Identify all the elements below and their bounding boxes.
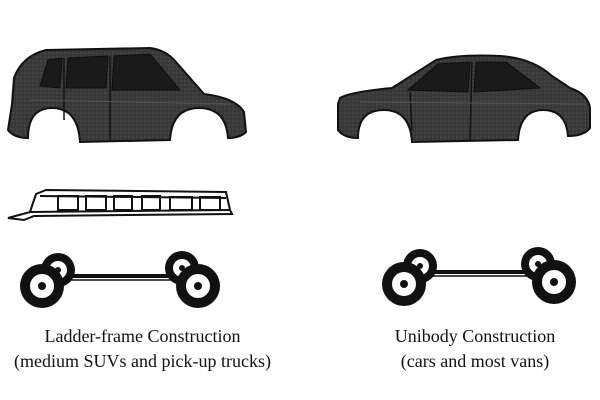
sedan-body-icon bbox=[337, 54, 591, 144]
unibody-subtitle: (cars and most vans) bbox=[400, 351, 550, 371]
ladder-frame-icon bbox=[7, 188, 234, 222]
right-chassis-icon bbox=[382, 247, 576, 306]
wheel-icon bbox=[532, 260, 576, 304]
ladder-frame-title: Ladder-frame Construction bbox=[44, 326, 241, 346]
wheel-icon bbox=[176, 264, 220, 308]
wheel-icon bbox=[382, 262, 426, 306]
ladder-frame-subtitle: (medium SUVs and pick-up trucks) bbox=[14, 351, 271, 371]
wheel-icon bbox=[20, 264, 64, 308]
unibody-caption: Unibody Construction (cars and most vans… bbox=[350, 324, 600, 374]
left-chassis-icon bbox=[20, 251, 220, 308]
unibody-title: Unibody Construction bbox=[394, 326, 556, 346]
suv-body-icon bbox=[6, 46, 248, 144]
ladder-frame-caption: Ladder-frame Construction (medium SUVs a… bbox=[0, 324, 285, 374]
